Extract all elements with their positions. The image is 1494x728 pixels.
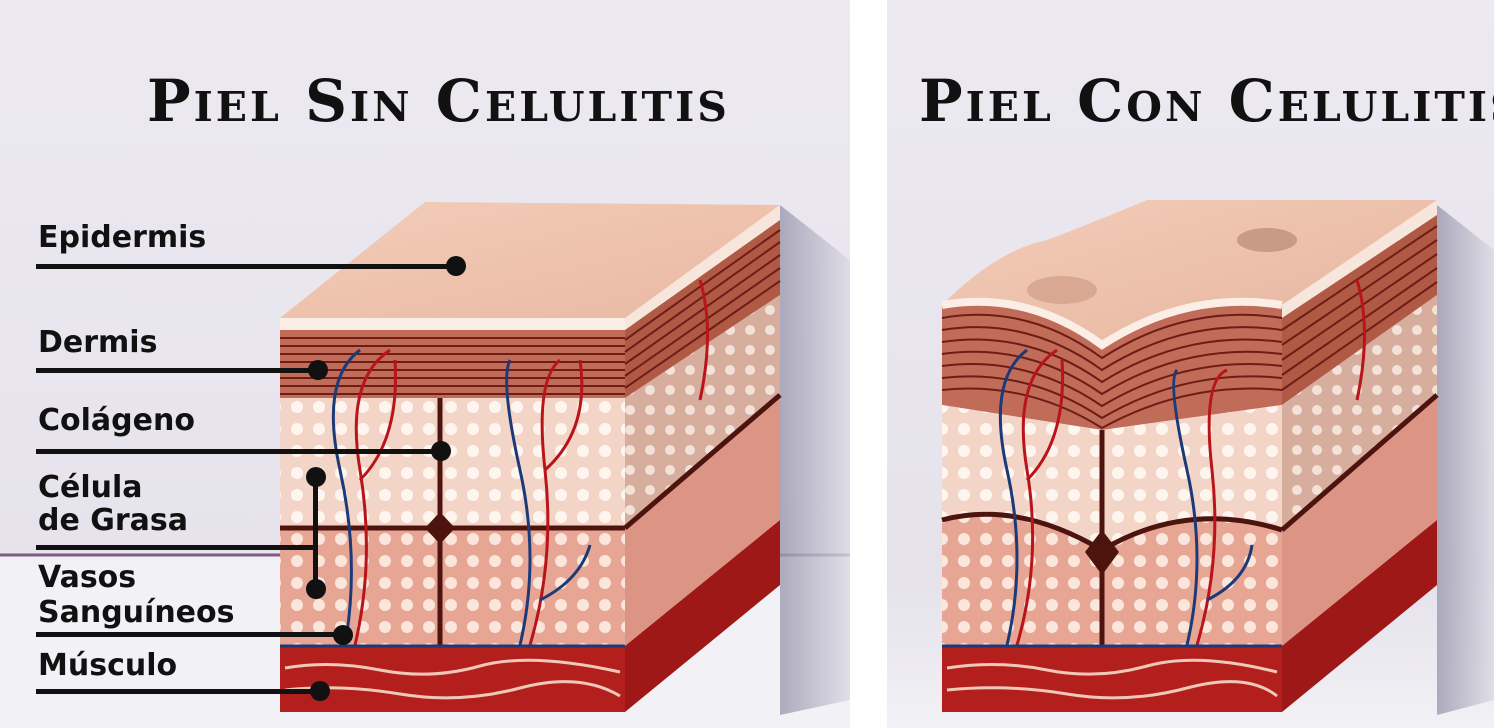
- leader-line-musculo: [36, 689, 321, 694]
- leader-line-vasos: [36, 632, 344, 637]
- leader-bracket-celula: [313, 477, 318, 589]
- label-colageno: Colágeno: [38, 405, 195, 437]
- label-musculo: Músculo: [38, 650, 177, 682]
- leader-line-colageno: [36, 449, 441, 454]
- leader-dot-celula-bottom: [306, 579, 326, 599]
- skin-block-cellulite: [887, 0, 1494, 728]
- leader-dot-musculo: [310, 681, 330, 701]
- leader-line-epidermis: [36, 264, 456, 269]
- leader-dot-vasos: [333, 625, 353, 645]
- label-vasos-line2: Sanguíneos: [38, 597, 235, 629]
- leader-dot-epidermis: [446, 256, 466, 276]
- label-celula-line2: de Grasa: [38, 505, 188, 537]
- leader-dot-celula-top: [306, 467, 326, 487]
- leader-line-dermis: [36, 368, 319, 373]
- label-epidermis: Epidermis: [38, 222, 206, 254]
- label-dermis: Dermis: [38, 327, 157, 359]
- leader-dot-colageno: [431, 441, 451, 461]
- panel-sin-celulitis: Piel Sin Celulitis: [0, 0, 850, 728]
- label-vasos-line1: Vasos: [38, 562, 136, 594]
- label-celula-line1: Célula: [38, 472, 143, 504]
- panel-con-celulitis: Piel Con Celulitis: [887, 0, 1494, 728]
- leader-line-celula: [36, 545, 318, 550]
- leader-dot-dermis: [308, 360, 328, 380]
